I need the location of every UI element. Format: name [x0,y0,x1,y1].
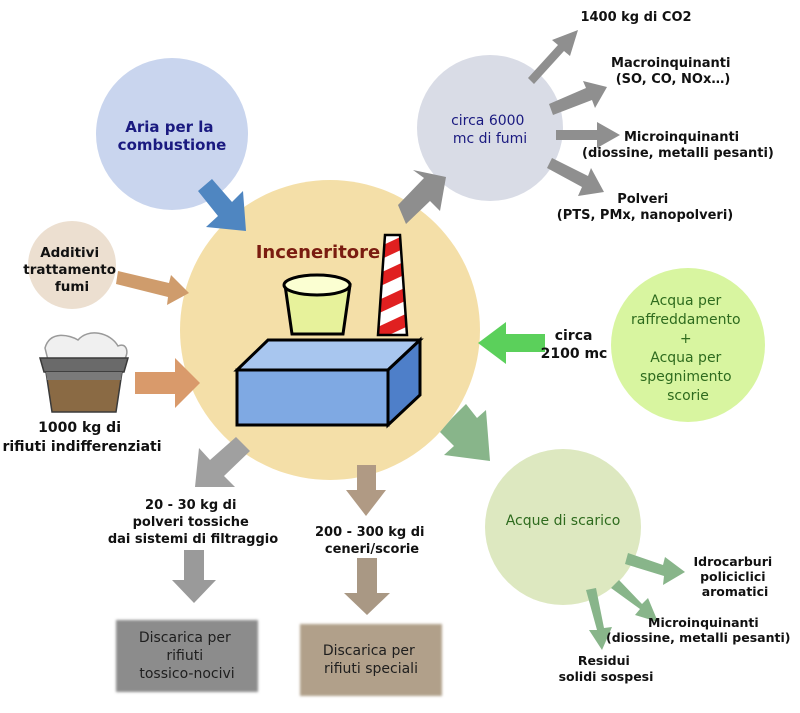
air-bubble [96,58,248,210]
wastewater-arrows [586,553,685,650]
water-label: Acqua per raffreddamento + Acqua per spe… [631,293,745,404]
toxic-landfill-label: Discarica per rifiuti tossico-nocivi [139,630,235,682]
ash-label: 200 - 300 kg di ceneri/scorie [315,525,429,557]
special-landfill-box [300,624,442,696]
air-arrow [198,179,246,231]
fumes-out-arrow [398,170,446,224]
co2-arrow [528,30,578,84]
additives-arrow [116,271,189,305]
macro-arrow [549,81,607,115]
toxic-dust-label: 20 - 30 kg di polveri tossiche dai siste… [108,498,278,547]
solids-arrow [586,588,612,650]
toxic-landfill-arrow [172,550,216,603]
wastewater-label: Acque di scarico [506,513,621,529]
special-landfill-label: Discarica per rifiuti speciali [323,643,419,677]
water-amount-label: circa 2100 mc [541,328,608,362]
factory-icon [233,233,424,429]
toxic-landfill-box [116,620,258,692]
wastewater-bubble [485,449,641,605]
dust-arrow [547,158,604,196]
additives-label: Additivi trattamento fumi [23,245,121,295]
special-landfill-arrow [344,558,390,615]
thin-arrows [528,30,620,196]
hydrocarbons-label: Idrocarburi policiclici aromatici [693,554,776,599]
micro-arrow [556,122,620,148]
waste-bin-icon [39,332,129,413]
center-title: Inceneritore [256,242,381,263]
macro-label: Macroinquinanti (SO, CO, NOx…) [611,56,735,87]
ww-micro-arrow [611,580,658,622]
co2-label: 1400 kg di CO2 [580,10,691,25]
fumes-bubble [417,55,563,201]
dust-label: Polveri (PTS, PMx, nanopolveri) [557,192,733,223]
toxic-dust-arrow [195,437,250,487]
hydrocarbons-arrow [625,553,685,585]
water-bubble [611,268,765,422]
wastewater-arrow [440,404,490,461]
arrows [116,170,545,615]
air-label: Aria per la combustione [118,118,227,154]
fumes-bubble-label: circa 6000 mc di fumi [451,113,529,147]
water-arrow [478,322,545,364]
ww-micro-label: Microinquinanti (diossine, metalli pesan… [606,615,790,645]
solids-label: Residui solidi sospesi [559,653,654,684]
ash-arrow [346,465,386,516]
micro-label: Microinquinanti (diossine, metalli pesan… [582,130,774,161]
waste-label: 1000 kg di rifiuti indifferenziati [2,420,161,455]
additives-bubble [28,221,116,309]
waste-arrow [135,358,200,408]
